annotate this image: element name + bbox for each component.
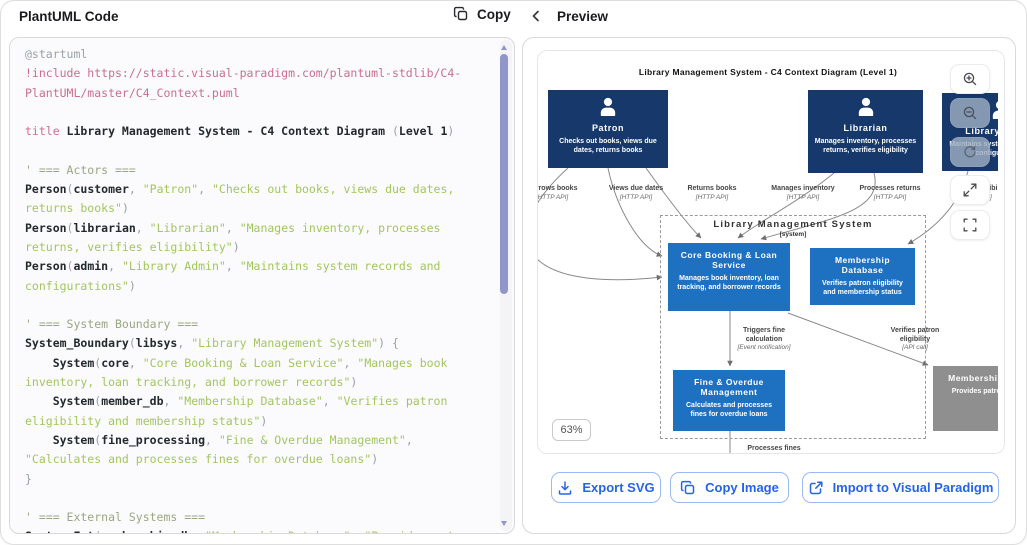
code-line: returns books"): [25, 201, 129, 216]
code-line: [25, 103, 497, 122]
chevron-left-icon: [532, 10, 539, 22]
node-description: Manages book inventory, loan tracking, a…: [677, 275, 781, 291]
code-line: PlantUML/master/C4_Context.puml: [25, 85, 240, 100]
edge-label-returns: Returns books[HTTP API]: [687, 185, 737, 201]
reset-icon: [962, 144, 978, 160]
fit-frame-icon: [962, 217, 978, 233]
node-name: Fine & Overdue Management: [694, 377, 764, 397]
node-description: Manages inventory, processes returns, ve…: [814, 138, 917, 154]
code-line: System(fine_processing, "Fine & Overdue …: [52, 432, 413, 447]
system-boundary-box: Library Management System [system]: [660, 215, 926, 439]
code-line: [25, 489, 497, 508]
code-line: System(core, "Core Booking & Loan Servic…: [52, 355, 448, 370]
external-system-node-ext_db: Membership DatabaseProvides patron verif…: [933, 366, 998, 431]
edge-label-views: Views due dates[HTTP API]: [608, 185, 664, 201]
magnifier-plus-icon: [962, 71, 978, 87]
fit-button[interactable]: [950, 210, 990, 240]
preview-panel-title: Preview: [557, 9, 609, 24]
node-description: Provides patron verification: [951, 388, 998, 395]
node-name: Membership Database: [834, 255, 891, 275]
node-name: Core Booking & Loan Service: [680, 250, 778, 270]
code-line: ' === System Boundary ===: [25, 317, 199, 332]
action-label: Export SVG: [582, 480, 655, 495]
export-svg-button[interactable]: Export SVG: [551, 472, 661, 503]
scrollbar-up-arrow-icon[interactable]: [501, 45, 507, 50]
person-icon: [548, 97, 668, 121]
code-line: !include https://static.visual-paradigm.…: [25, 66, 462, 81]
node-name: Library Admin: [965, 126, 998, 136]
code-line: }: [25, 471, 32, 486]
code-line: ' === External Systems ===: [25, 510, 206, 525]
code-line: Person(admin, "Library Admin", "Maintain…: [25, 259, 441, 274]
code-line: System_Ext(membership_db, "Membership Da…: [25, 527, 497, 533]
edge-label-borrows: Borrows books[HTTP API]: [538, 185, 578, 201]
edge-label-manages: Manages inventory[HTTP API]: [771, 185, 835, 201]
scrollbar-down-arrow-icon[interactable]: [501, 521, 507, 526]
code-line: eligibility and membership status"): [25, 413, 268, 428]
copy-image-button[interactable]: Copy Image: [670, 472, 789, 503]
action-label: Import to Visual Paradigm: [832, 480, 994, 495]
copy-icon: [453, 6, 468, 21]
zoom-in-button[interactable]: [950, 64, 990, 94]
node-name: Membership Database: [948, 373, 998, 383]
code-line: Person(librarian, "Librarian", "Manages …: [25, 220, 441, 235]
zoom-out-button[interactable]: [950, 98, 990, 128]
code-content: @startuml !include https://static.visual-…: [25, 45, 497, 533]
code-panel-title: PlantUML Code: [19, 9, 119, 24]
code-line: returns, verifies eligibility"): [25, 239, 240, 254]
code-line: [25, 296, 497, 315]
code-line: Person(customer, "Patron", "Checks out b…: [25, 182, 455, 197]
node-description: Calculates and processes fines for overd…: [686, 402, 772, 418]
code-line: ' === Actors ===: [25, 162, 136, 177]
node-name: Librarian: [843, 123, 888, 133]
code-line: "Calculates and processes fines for over…: [25, 452, 379, 467]
code-line: System_Boundary(libsys, "Library Managem…: [25, 336, 399, 351]
node-name: Patron: [591, 123, 625, 133]
magnifier-minus-icon: [962, 105, 978, 121]
import-vp-button[interactable]: Import to Visual Paradigm: [802, 472, 999, 503]
person-icon: [808, 97, 923, 121]
code-scrollbar[interactable]: [500, 40, 512, 531]
person-icon: [942, 100, 998, 124]
node-description: Verifies patron eligibility and membersh…: [822, 280, 903, 296]
edge-label-processes_fines: Processes fines: [747, 445, 801, 452]
edge-label-verifies_patron: Verifies patron eligibility[API call]: [890, 327, 940, 352]
external-link-icon: [808, 480, 824, 496]
diagram-canvas: Library Management System - C4 Context D…: [538, 51, 998, 453]
code-line: title Library Management System - C4 Con…: [25, 124, 455, 139]
code-line: System(member_db, "Membership Database",…: [52, 394, 448, 409]
code-line: inventory, loan tracking, and borrower r…: [25, 375, 358, 390]
node-description: Checks out books, views due dates, retur…: [559, 138, 657, 154]
expand-arrows-icon: [962, 182, 978, 198]
copy-code-button[interactable]: Copy: [453, 6, 511, 22]
relationship-edges: [538, 167, 969, 453]
action-label: Copy Image: [705, 480, 779, 495]
diagram-viewport[interactable]: Library Management System - C4 Context D…: [537, 50, 1005, 454]
edge-label-triggers: Triggers fine calculation[Event notifica…: [737, 327, 791, 352]
plantuml-code-editor[interactable]: @startuml !include https://static.visual-…: [9, 37, 515, 534]
collapse-preview-button[interactable]: [529, 8, 543, 27]
code-scrollbar-thumb[interactable]: [500, 54, 508, 294]
code-line: [25, 141, 497, 160]
code-line: configurations"): [25, 278, 136, 293]
edge-label-processes: Processes returns[HTTP API]: [859, 185, 921, 201]
diagram-title: Library Management System - C4 Context D…: [638, 67, 898, 77]
code-line: @startuml: [25, 47, 88, 61]
zoom-level-badge: 63%: [552, 419, 591, 441]
download-icon: [557, 480, 573, 496]
copy-icon: [680, 480, 696, 496]
preview-card: Library Management System - C4 Context D…: [522, 37, 1016, 534]
expand-button[interactable]: [950, 175, 990, 205]
copy-label: Copy: [477, 6, 511, 22]
boundary-sublabel: [system]: [779, 231, 807, 238]
boundary-label: Library Management System: [713, 219, 873, 230]
zoom-reset-button[interactable]: [950, 137, 990, 167]
